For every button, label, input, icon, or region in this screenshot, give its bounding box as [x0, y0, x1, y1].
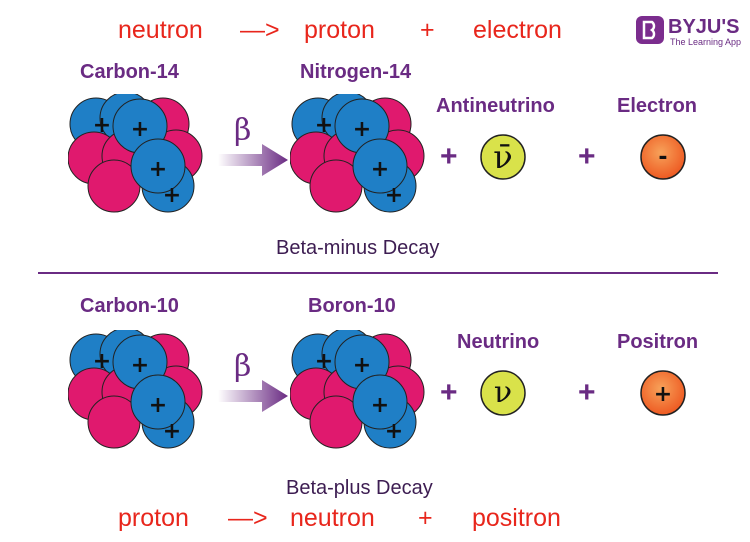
beta-plus-plus-2: + [578, 376, 596, 409]
brand-logo: BYJU'S The Learning App [636, 14, 746, 48]
neutrino-particle: ν [480, 370, 526, 416]
top-eq-right: electron [473, 16, 562, 44]
proton-symbol: + [149, 393, 167, 418]
nucleus-group: + + + + [68, 94, 203, 213]
top-eq-arrow: —> [240, 16, 280, 44]
bottom-eq-right: positron [472, 504, 561, 532]
proton-symbol: + [353, 117, 371, 142]
positron-particle: + [640, 370, 686, 416]
nucleus-group: + + + + [290, 94, 425, 213]
proton-symbol: + [315, 349, 333, 374]
proton-symbol: + [93, 113, 111, 138]
logo-tagline: The Learning App [670, 37, 742, 47]
beta-minus-plus-2: + [578, 140, 596, 173]
section-divider [38, 272, 718, 274]
positron-symbol: + [654, 382, 672, 407]
proton-symbol: + [131, 117, 149, 142]
proton-symbol: + [371, 157, 389, 182]
nitrogen-14-nucleus: + + + + [290, 94, 425, 213]
carbon-10-nucleus: + + + + [68, 330, 203, 449]
antineutrino-label: Antineutrino [436, 95, 555, 117]
boron-10-nucleus: + + + + [290, 330, 425, 449]
beta-plus-arrow-icon [218, 380, 288, 412]
antineutrino-symbol: ν̄ [493, 138, 512, 176]
carbon-14-label: Carbon-14 [80, 61, 179, 83]
nucleus-group: + + + + [290, 330, 425, 449]
proton-symbol: + [385, 419, 403, 444]
top-eq-plus: + [420, 16, 435, 44]
beta-minus-caption: Beta-minus Decay [276, 237, 440, 259]
boron-10-label: Boron-10 [308, 295, 396, 317]
neutrino-symbol: ν [494, 375, 512, 410]
nucleus-group: + + + + [68, 330, 203, 449]
beta-plus-symbol: β [234, 349, 252, 384]
electron-particle: - [640, 134, 686, 180]
proton-symbol: + [315, 113, 333, 138]
nitrogen-14-label: Nitrogen-14 [300, 61, 412, 83]
beta-minus-arrow-icon [218, 144, 288, 176]
top-equation: neutron —> proton + electron [0, 18, 750, 48]
carbon-10-label: Carbon-10 [80, 295, 179, 317]
proton-symbol: + [163, 183, 181, 208]
beta-minus-symbol: β [234, 113, 252, 148]
logo-name: BYJU'S [668, 16, 740, 38]
carbon-14-nucleus: + + + + [68, 94, 203, 213]
electron-label: Electron [617, 95, 698, 117]
neutrino-label: Neutrino [457, 331, 540, 353]
bottom-eq-left: proton [118, 504, 189, 532]
bottom-eq-plus: + [418, 504, 433, 532]
beta-plus-caption: Beta-plus Decay [286, 477, 433, 499]
proton-symbol: + [163, 419, 181, 444]
bottom-equation: proton —> neutron + positron [0, 506, 750, 536]
top-eq-middle: proton [304, 16, 375, 44]
beta-plus-plus-1: + [440, 376, 458, 409]
proton-symbol: + [385, 183, 403, 208]
top-eq-left: neutron [118, 16, 203, 44]
bottom-eq-middle: neutron [290, 504, 375, 532]
proton-symbol: + [131, 353, 149, 378]
proton-symbol: + [93, 349, 111, 374]
positron-label: Positron [617, 331, 699, 353]
proton-symbol: + [149, 157, 167, 182]
antineutrino-particle: ν̄ [480, 134, 526, 180]
bottom-eq-arrow: —> [228, 504, 268, 532]
proton-symbol: + [371, 393, 389, 418]
beta-minus-plus-1: + [440, 140, 458, 173]
proton-symbol: + [353, 353, 371, 378]
electron-symbol: - [658, 145, 667, 170]
logo-badge-icon [636, 16, 664, 44]
